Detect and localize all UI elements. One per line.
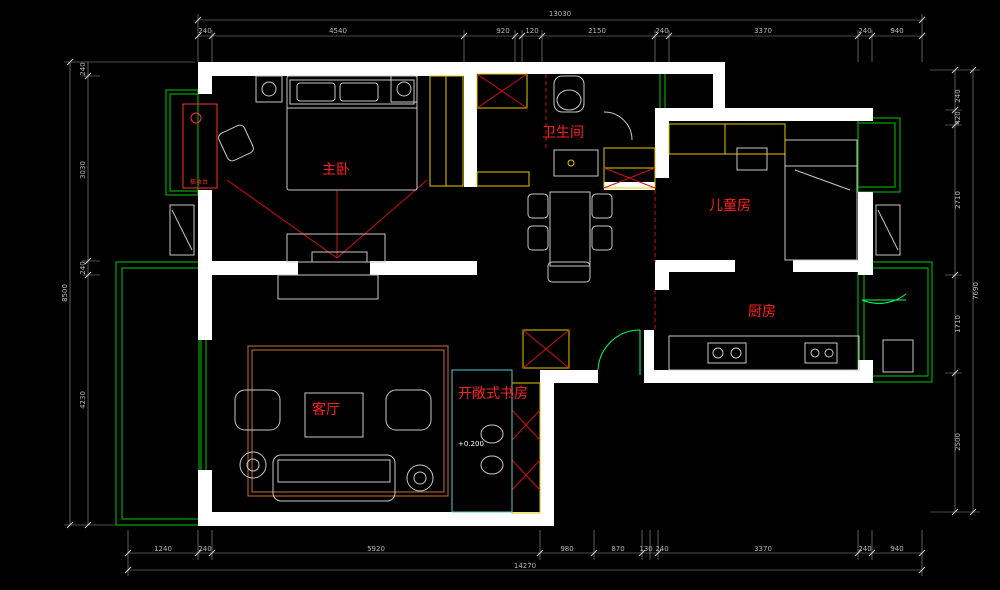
- dim-bottom-6: 240: [655, 545, 668, 553]
- room-label-bathroom: 卫生间: [542, 125, 584, 141]
- dim-bottom-7: 3370: [754, 545, 772, 553]
- dim-right-4: 2500: [954, 433, 962, 451]
- dim-top-4: 2150: [588, 27, 606, 35]
- dim-bottom-0: 1240: [154, 545, 172, 553]
- dimension-ticks: [66, 16, 977, 574]
- cabinets: [429, 73, 786, 514]
- dimension-text: 13030 240 4540 920 120 2150 240 3370 240…: [61, 10, 980, 570]
- dim-left-1: 3030: [79, 161, 87, 179]
- room-label-kitchen: 厨房: [748, 304, 776, 320]
- dim-bottom-9: 940: [890, 545, 903, 553]
- dim-left-2: 240: [79, 261, 87, 274]
- dim-right-total: 7690: [972, 282, 980, 300]
- dim-right-1: 420: [954, 111, 962, 124]
- doors: [597, 111, 907, 375]
- dimension-lines: [64, 14, 980, 576]
- dim-right-3: 1710: [954, 315, 962, 333]
- dim-top-5: 240: [655, 27, 668, 35]
- walls: [198, 62, 873, 526]
- room-label-kids-room: 儿童房: [709, 197, 751, 214]
- room-label-master-bedroom: 主卧: [322, 162, 350, 178]
- dim-left-0: 240: [79, 62, 87, 75]
- dim-top-6: 3370: [754, 27, 772, 35]
- dim-top-8: 940: [890, 27, 903, 35]
- dashed-lines: [545, 74, 656, 330]
- dim-right-0: 240: [954, 89, 962, 102]
- dim-bottom-total: 14270: [514, 562, 536, 570]
- dim-top-total: 13030: [549, 10, 571, 18]
- dim-top-3: 120: [525, 27, 538, 35]
- dim-top-2: 920: [496, 27, 509, 35]
- room-label-living-room: 客厅: [312, 401, 340, 418]
- dim-top-0: 240: [198, 27, 211, 35]
- room-label-study: 开敞式书房: [458, 386, 528, 402]
- study-area: [451, 369, 513, 513]
- bedroom-guides: [226, 179, 428, 259]
- furniture: [169, 75, 914, 502]
- dim-top-7: 240: [858, 27, 871, 35]
- dim-right-2: 2710: [954, 191, 962, 209]
- dim-bottom-8: 240: [858, 545, 871, 553]
- dim-bottom-5: 130: [639, 545, 652, 553]
- dim-left-total: 8500: [61, 284, 69, 302]
- dim-bottom-4: 870: [611, 545, 624, 553]
- desk-label: 梳妆台: [190, 178, 208, 186]
- dim-bottom-1: 240: [198, 545, 211, 553]
- dim-left-3: 4230: [79, 391, 87, 409]
- dim-bottom-2: 5920: [367, 545, 385, 553]
- dim-top-1: 4540: [329, 27, 347, 35]
- elevation-label: +0.200: [458, 440, 484, 448]
- dim-bottom-3: 980: [560, 545, 573, 553]
- windows: [115, 74, 933, 526]
